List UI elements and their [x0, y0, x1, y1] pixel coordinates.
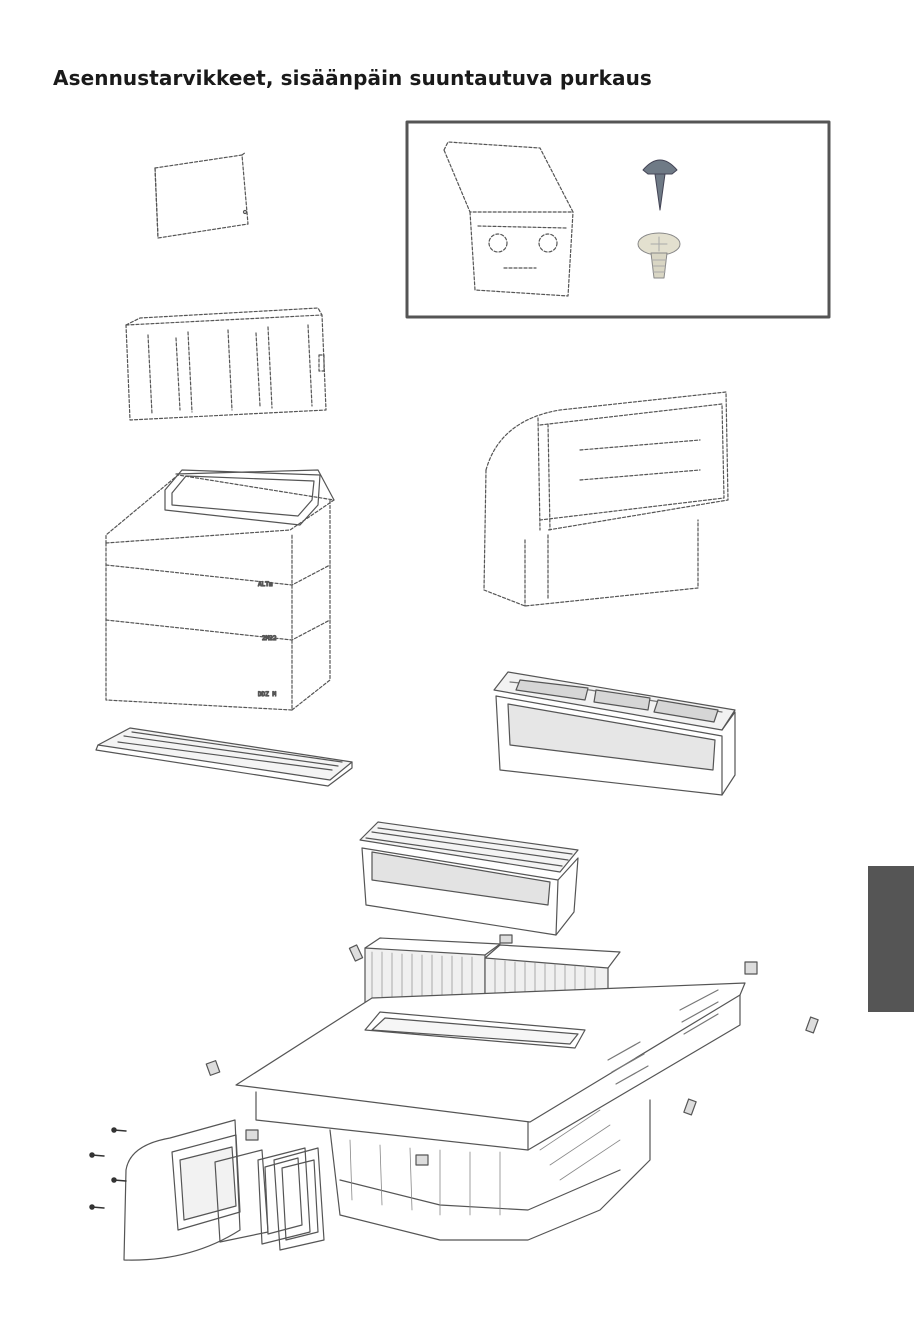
marking-bottom: DDZ M: [258, 691, 276, 698]
plastic-rivet: [643, 160, 677, 210]
grille-tray: [96, 728, 352, 786]
marking-top: ALTm: [258, 581, 273, 588]
flat-plate: [155, 152, 248, 238]
duct-outlet-assembly: [90, 1120, 324, 1260]
accessory-kit-box: [407, 122, 829, 317]
hob-unit: [206, 935, 818, 1240]
screw: [638, 233, 680, 278]
marking-mid: 2M22: [262, 635, 277, 642]
screws: [90, 1128, 126, 1209]
unit-grille: [360, 822, 578, 935]
telescopic-chimney: ALTm 2M22 DDZ M: [106, 470, 334, 710]
box-frame-cover: [126, 308, 326, 420]
mounting-bracket: [444, 142, 573, 296]
filter-housing: [494, 672, 735, 795]
curved-duct-elbow: [484, 392, 728, 606]
